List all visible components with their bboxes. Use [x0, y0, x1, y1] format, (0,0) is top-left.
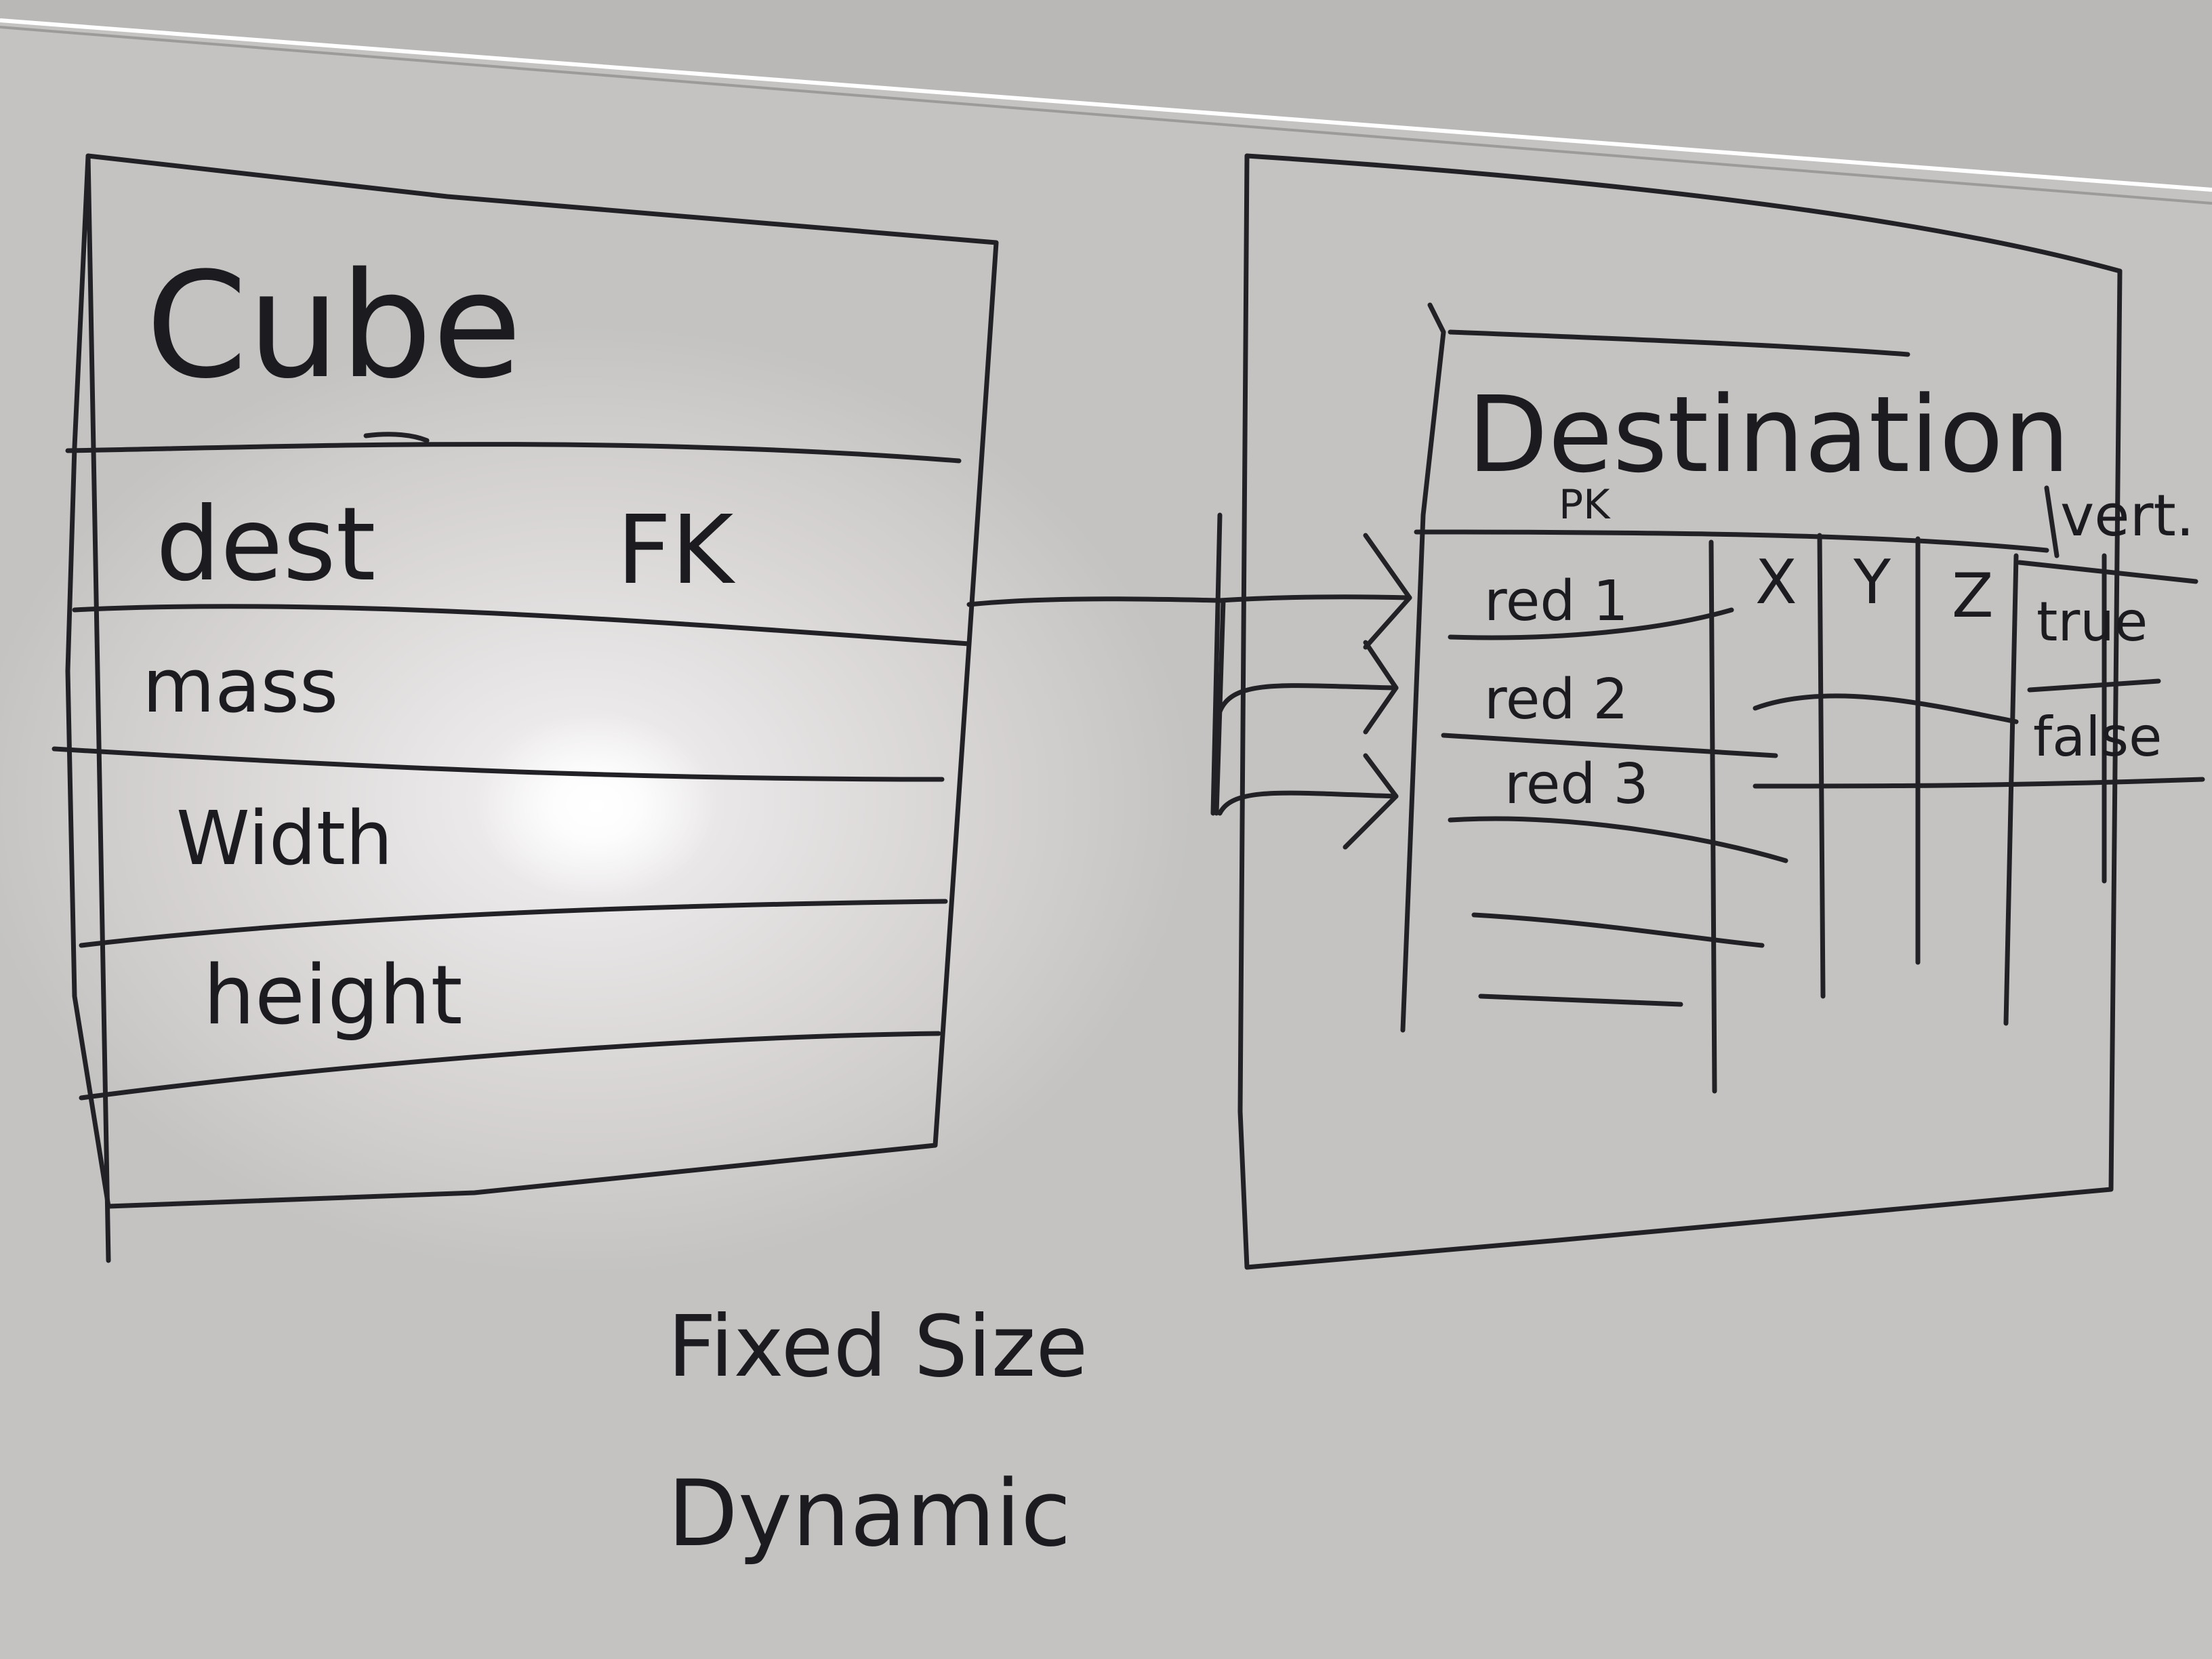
destination-table-title: Destination [1467, 373, 2070, 496]
destination-table: Destination PK vert. X Y Z red 1 red 2 r… [1237, 153, 2205, 1270]
connector-vertical [1210, 512, 1223, 816]
cube-row-divider [79, 899, 948, 948]
cube-table-outline [65, 153, 999, 1209]
row-divider [2027, 678, 2161, 693]
destination-outer-top [1244, 153, 2123, 274]
row-divider [1448, 816, 1788, 863]
arrow-red2 [1217, 683, 1399, 714]
row-divider [1441, 733, 1778, 758]
column-header-y: Y [1853, 547, 1891, 618]
cube-field-width: Width [176, 795, 393, 882]
arrow-red1 [1217, 594, 1412, 603]
cube-row-divider [72, 604, 972, 647]
arrowhead-icon [1343, 753, 1399, 850]
vert-value-false: false [2033, 705, 2162, 769]
notes: Fixed Size Dynamic [668, 1298, 1088, 1567]
arrowhead-icon [1363, 533, 1412, 650]
cube-row-divider [79, 1031, 941, 1101]
vert-value-true: true [2036, 590, 2148, 653]
destination-title-underline [1448, 329, 1910, 357]
column-header-z: Z [1952, 560, 1994, 632]
destination-row-red3: red 3 [1504, 752, 1649, 817]
row-divider [1448, 607, 1734, 640]
destination-header-line [2017, 560, 2198, 584]
note-fixed-size: Fixed Size [668, 1298, 1088, 1396]
destination-inner-title-box [1400, 302, 1446, 1033]
cube-table: Cube dest FK mass Width height [52, 153, 999, 1263]
cube-fk-label: FK [617, 495, 736, 606]
cube-table-left-edge [85, 153, 111, 1263]
row-divider [1471, 912, 1765, 948]
destination-header-line [1414, 529, 2049, 553]
column-header-x: X [1755, 547, 1797, 618]
cube-field-dest: dest [156, 486, 375, 604]
column-divider [2044, 485, 2060, 558]
whiteboard-frame [0, 0, 2212, 205]
cube-table-title: Cube [146, 241, 522, 411]
arrowhead-icon [1363, 640, 1399, 735]
vert-label: vert. [2060, 483, 2194, 550]
relationship-arrows [966, 512, 1412, 850]
cube-row-divider [363, 432, 430, 443]
destination-outer-box [1237, 153, 2123, 1270]
pk-label: PK [1559, 481, 1611, 529]
arrow-red3 [1217, 790, 1399, 816]
light-glare [474, 712, 718, 901]
cube-field-mass: mass [142, 642, 338, 729]
cube-row-divider [65, 442, 962, 464]
row-divider [1753, 693, 2019, 724]
column-divider [1817, 533, 1826, 999]
destination-row-red2: red 2 [1484, 668, 1629, 732]
row-divider [1478, 994, 1683, 1007]
column-divider [2003, 553, 2019, 1026]
row-divider [1753, 777, 2205, 789]
column-divider [1708, 539, 1717, 1094]
destination-row-red1: red 1 [1484, 569, 1629, 634]
connector-line [966, 596, 1223, 607]
cube-field-height: height [203, 949, 463, 1043]
note-dynamic: Dynamic [668, 1460, 1071, 1567]
cube-row-divider [52, 746, 945, 782]
